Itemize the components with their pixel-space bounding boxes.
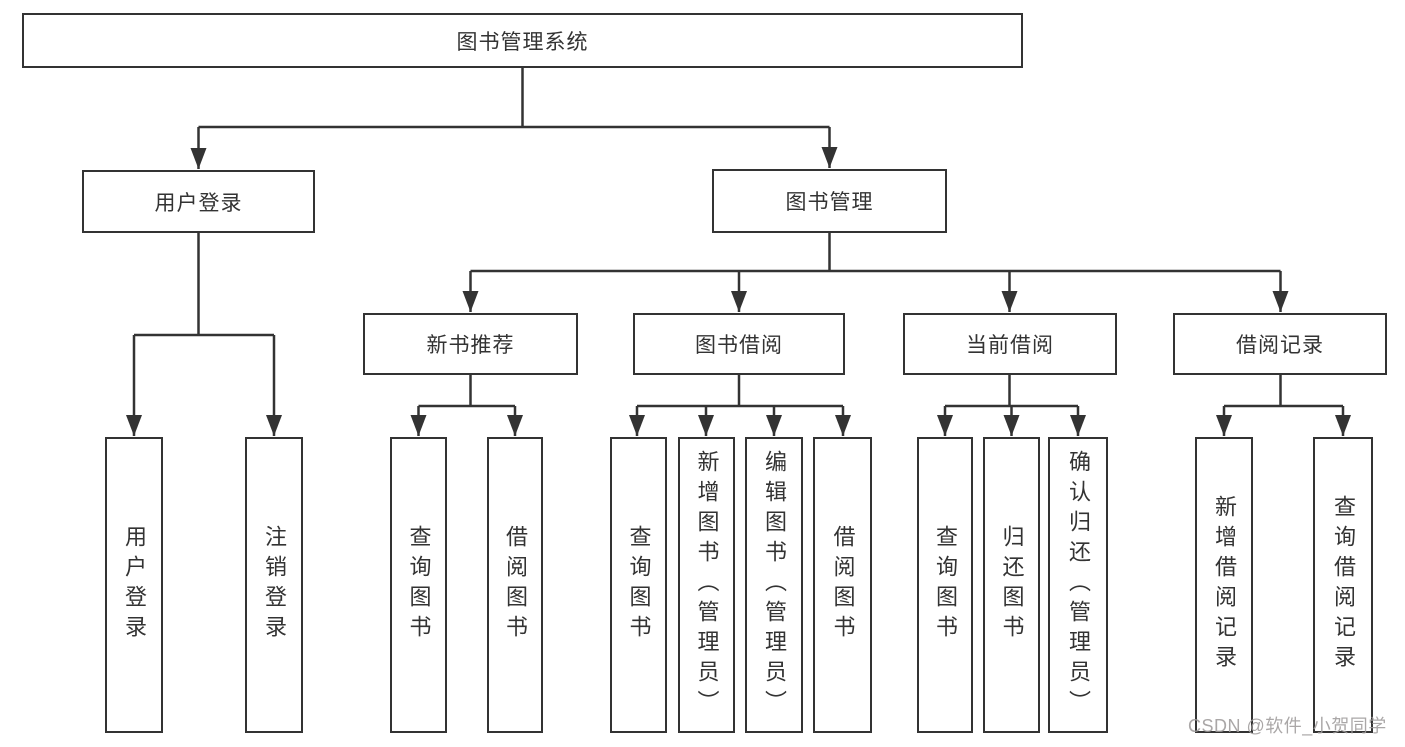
leaf-user-login: 用户登录 [105, 437, 163, 733]
leaf-edit-book-admin: 编辑图书（管理员） [745, 437, 803, 733]
leaf-confirm-return-admin: 确认归还（管理员） [1048, 437, 1108, 733]
node-borrowing-records: 借阅记录 [1173, 313, 1387, 375]
leaf-borrow-books-borrowing: 借阅图书 [813, 437, 872, 733]
node-book-borrowing: 图书借阅 [633, 313, 845, 375]
node-library-system: 图书管理系统 [22, 13, 1023, 68]
leaf-add-book-admin: 新增图书（管理员） [678, 437, 735, 733]
leaf-add-borrow-record: 新增借阅记录 [1195, 437, 1253, 733]
leaf-query-books-recommend: 查询图书 [390, 437, 447, 733]
node-new-book-recommend: 新书推荐 [363, 313, 578, 375]
leaf-query-borrow-record: 查询借阅记录 [1313, 437, 1373, 733]
node-book-management: 图书管理 [712, 169, 947, 233]
leaf-query-books-borrowing: 查询图书 [610, 437, 667, 733]
leaf-return-book: 归还图书 [983, 437, 1040, 733]
leaf-logout: 注销登录 [245, 437, 303, 733]
leaf-borrow-books-recommend: 借阅图书 [487, 437, 543, 733]
node-user-login: 用户登录 [82, 170, 315, 233]
leaf-query-books-current: 查询图书 [917, 437, 973, 733]
csdn-watermark: CSDN @软件_小贺同学 [1188, 716, 1387, 736]
node-current-borrowing: 当前借阅 [903, 313, 1117, 375]
